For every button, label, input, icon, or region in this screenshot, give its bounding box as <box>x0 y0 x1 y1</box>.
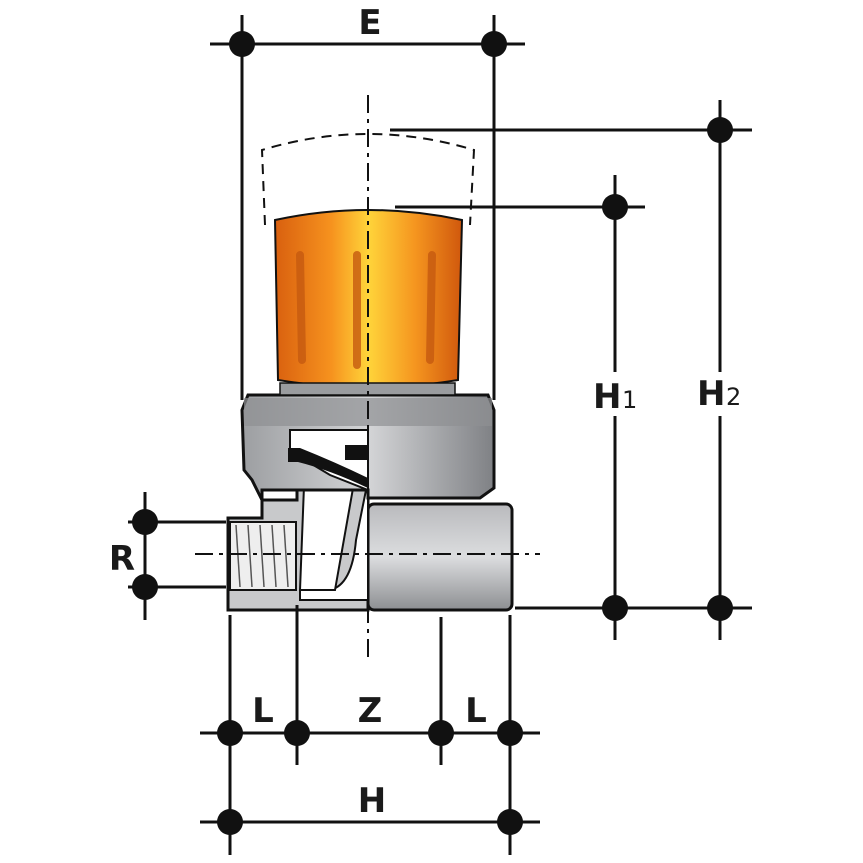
label-E: E <box>358 3 381 43</box>
valve-body <box>366 502 514 612</box>
label-H: H <box>358 781 386 821</box>
label-Z: Z <box>358 691 383 731</box>
handle-open-position-outline <box>260 133 476 226</box>
label-H1: H <box>593 377 621 417</box>
dimension-H2 <box>390 100 752 640</box>
handle-grip-ribs <box>296 251 436 369</box>
label-L-right: L <box>465 691 487 731</box>
label-L-left: L <box>252 691 274 731</box>
thread-lines <box>235 524 289 588</box>
diaphragm <box>288 445 368 488</box>
label-R: R <box>109 539 135 579</box>
valve <box>226 133 514 612</box>
label-H2-subscript: 2 <box>726 383 741 411</box>
label-H2: H <box>697 374 725 414</box>
dimension-points <box>132 31 733 835</box>
label-H1-subscript: 1 <box>622 386 637 414</box>
